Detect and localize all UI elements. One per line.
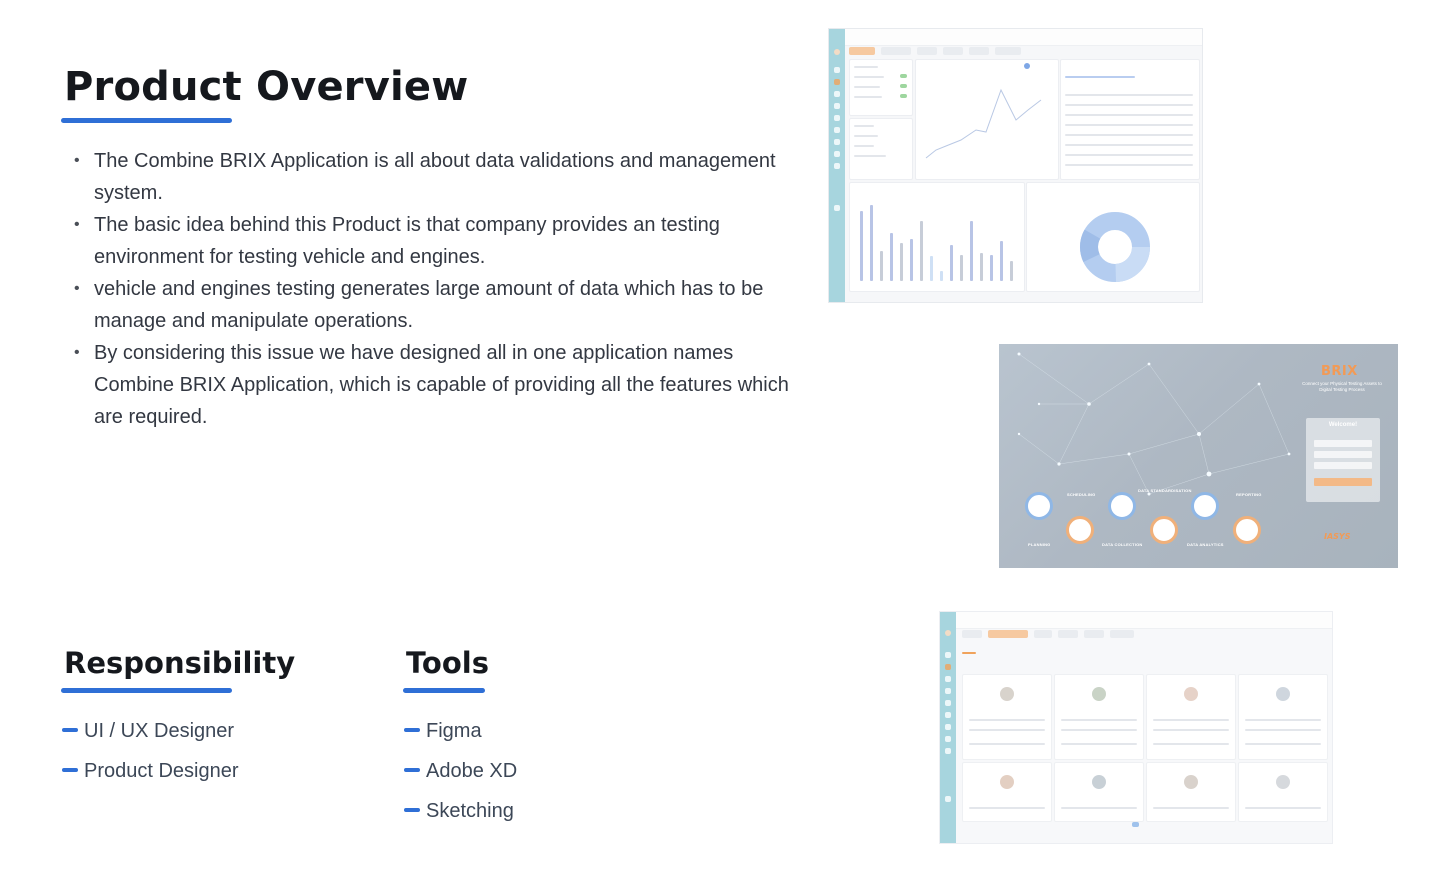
responsibility-heading: Responsibility: [64, 646, 296, 680]
data-collection-icon: [1108, 492, 1136, 520]
scheduling-icon: [1066, 516, 1094, 544]
bar-chart-panel: [849, 182, 1025, 292]
tools-underline: [403, 688, 485, 693]
tools-item: Figma: [404, 719, 482, 743]
table-panel: [1060, 59, 1200, 180]
username-field[interactable]: [1314, 440, 1372, 447]
dash-icon: [404, 727, 420, 732]
member-card[interactable]: [1238, 674, 1328, 760]
overview-bullet-list: The Combine BRIX Application is all abou…: [64, 145, 809, 433]
data-standardisation-icon: [1150, 516, 1178, 544]
responsibility-underline: [61, 688, 232, 693]
member-card[interactable]: [1146, 762, 1236, 822]
logistics-panel: [849, 118, 913, 180]
team-topbar: [956, 612, 1332, 629]
overview-bullet: By considering this issue we have design…: [64, 337, 809, 433]
login-form: Welcome!: [1306, 418, 1380, 502]
dash-icon: [404, 767, 420, 772]
step-label: REPORTING: [1236, 492, 1262, 497]
avatar: [1092, 775, 1106, 789]
dash-icon: [404, 807, 420, 812]
avatar: [1000, 687, 1014, 701]
team-screenshot: [939, 611, 1333, 844]
avatar: [1092, 687, 1106, 701]
member-card[interactable]: [962, 674, 1052, 760]
dashboard-sidebar: [829, 29, 845, 302]
overview-bullet: vehicle and engines testing generates la…: [64, 273, 809, 337]
avatar: [1276, 687, 1290, 701]
dash-icon: [62, 767, 78, 772]
login-screenshot: BRIX Connect your Physical Testing Asset…: [999, 344, 1398, 568]
status-panel: [849, 59, 913, 116]
dashboard-topbar: [845, 29, 1202, 46]
line-chart-panel: [915, 59, 1059, 180]
responsibility-item: Product Designer: [62, 759, 239, 783]
avatar: [1184, 775, 1198, 789]
overview-bullet: The basic idea behind this Product is th…: [64, 209, 809, 273]
tools-item: Adobe XD: [404, 759, 517, 783]
member-card[interactable]: [1054, 762, 1144, 822]
step-label: DATA COLLECTION: [1102, 542, 1143, 547]
dash-icon: [62, 727, 78, 732]
welcome-heading: Welcome!: [1328, 422, 1358, 428]
password-field[interactable]: [1314, 451, 1372, 458]
member-card[interactable]: [1146, 674, 1236, 760]
responsibility-item: UI / UX Designer: [62, 719, 234, 743]
login-button[interactable]: [1314, 478, 1372, 486]
overview-bullet: The Combine BRIX Application is all abou…: [64, 145, 809, 209]
step-label: DATA ANALYTICS: [1187, 542, 1224, 547]
member-card[interactable]: [962, 762, 1052, 822]
avatar: [1276, 775, 1290, 789]
avatar: [1000, 775, 1014, 789]
dashboard-screenshot: [828, 28, 1203, 303]
step-label: SCHEDULING: [1067, 492, 1096, 497]
iasys-logo: IASYS: [1324, 532, 1351, 541]
member-card[interactable]: [1238, 762, 1328, 822]
title-underline: [61, 118, 232, 123]
tools-item: Sketching: [404, 799, 514, 823]
member-card[interactable]: [1054, 674, 1144, 760]
donut-chart-panel: [1026, 182, 1200, 292]
reporting-icon: [1233, 516, 1261, 544]
tools-heading: Tools: [406, 646, 489, 680]
avatar: [1184, 687, 1198, 701]
step-label: PLANNING: [1028, 542, 1051, 547]
login-tagline: Connect your Physical Testing Assets to …: [1302, 381, 1382, 392]
step-label: DATA STANDARDISATION: [1138, 488, 1192, 493]
page-title: Product Overview: [64, 64, 469, 110]
team-sidebar: [940, 612, 956, 843]
brix-logo: BRIX: [1321, 364, 1358, 379]
role-select[interactable]: [1314, 462, 1372, 469]
data-analytics-icon: [1191, 492, 1219, 520]
planning-icon: [1025, 492, 1053, 520]
